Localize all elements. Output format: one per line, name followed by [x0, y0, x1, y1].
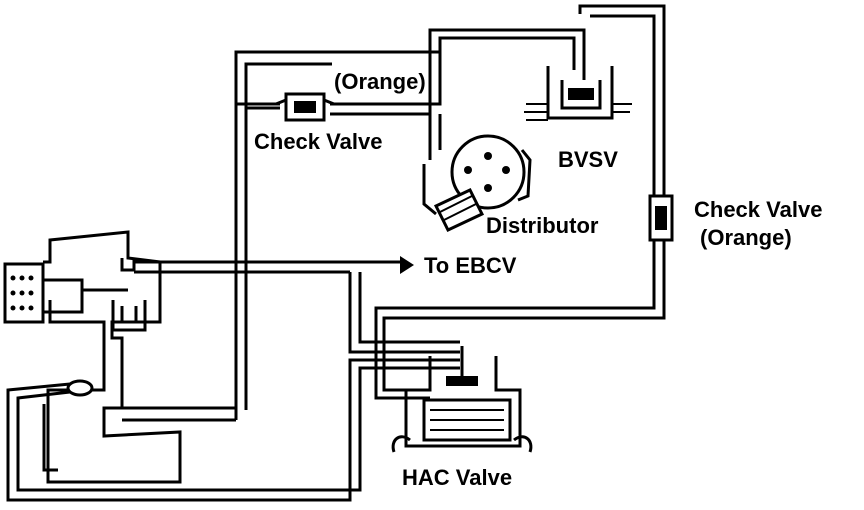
- throttle-body: [3, 230, 182, 484]
- label-orange-top: (Orange): [334, 69, 426, 94]
- label-orange-right: (Orange): [700, 225, 792, 250]
- hac-valve-icon: [391, 346, 533, 453]
- label-check-valve-top: Check Valve: [254, 129, 383, 154]
- label-check-valve-right: Check Valve: [694, 197, 823, 222]
- label-hac-valve: HAC Valve: [402, 465, 513, 490]
- check-valve-top-icon: [275, 92, 335, 122]
- tube-fitting-icon: [66, 379, 94, 397]
- bvsv-icon: [524, 66, 632, 121]
- label-bvsv: BVSV: [558, 147, 618, 172]
- label-to-ebcv: To EBCV: [424, 253, 517, 278]
- hoses: [6, 4, 666, 502]
- distributor-icon: [422, 134, 532, 232]
- check-valve-right-icon: [648, 194, 674, 242]
- label-distributor: Distributor: [486, 213, 599, 238]
